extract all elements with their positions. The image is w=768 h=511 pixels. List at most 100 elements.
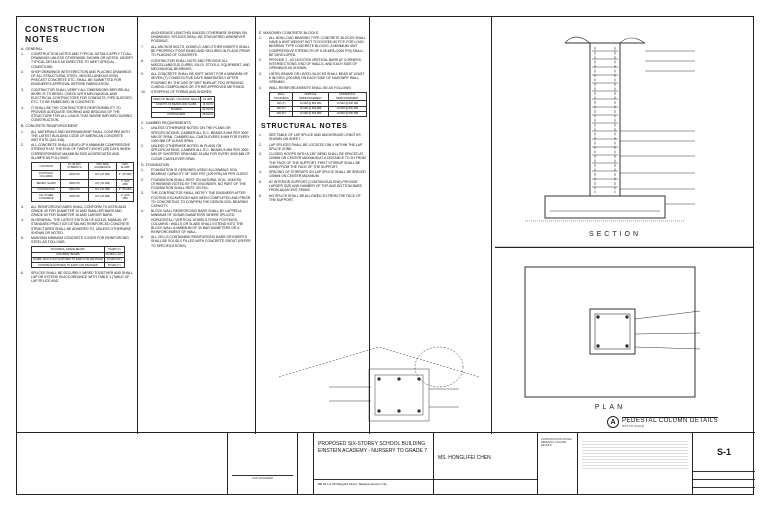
note-number: 2. [259,142,262,147]
owner-cell: MS. HONGLIFEI CHEN [433,433,537,495]
note-text: SHOP DRAWINGS WITH ERECTION AND PLACING … [31,70,132,87]
table-cell: 4000 PSI [60,170,89,180]
note-item: 2. FOUNDATION SHALL REST ON NATURAL SOIL,… [141,178,251,190]
note-number: 2. [141,177,144,182]
note-text: LINTEL BEAMS OR LINTEL BLOCKS SHALL BEAR… [269,72,365,85]
project-address: Blk 03 Lot 08 Mangold Street, Talipapa Q… [318,482,387,486]
structural-notes-title: STRUCTURAL NOTES [261,122,348,130]
owner-name: MS. HONGLIFEI CHEN [438,455,491,461]
note-item: 5.MAINTAIN MINIMUM CONCRETE COVER FOR RE… [21,236,134,244]
note-text: LAP SPLICES SHALL BE LOCATED ONLY WITHIN… [269,142,363,151]
project-cell: PROPOSED SIX-STOREY SCHOOL BUILDING EINS… [313,433,433,495]
note-text: UNLESS OTHERWISE NOTED ON THE PLANS OR S… [151,126,250,143]
note-number: 4. [21,105,24,110]
camber-notes-list: 1. UNLESS OTHERWISE NOTED ON THE PLANS OR… [141,126,251,160]
notes-column-1: CONSTRUCTION NOTES A. GENERAL 1.CONSTRUC… [21,21,134,433]
note-item: 1.FOUNDATION IS DESIGNED USING ALLOWABLE… [141,168,251,176]
note-number: 7. [141,44,144,49]
section-heading-camber: C. CAMBER REQUIREMENTS [141,121,191,126]
note-text: ALL NON-LOAD BEARING TYPE CONCRETE BLOCK… [269,36,366,57]
note-text: UNLESS OTHERWISE NOTED IN PLANS OR SPECI… [151,144,251,161]
concrete-notes-list-2: 3. ALL REINFORCING BARS SHALL CONFORM TO … [21,205,134,245]
anchorage-notes-list: ANCHORAGE LENGTHS) UNLESS OTHERWISE SHOW… [141,31,251,94]
note-number: 5. [259,179,262,184]
note-text: THE CONTRACTOR SHALL NOTIFY THE ENGINEER… [151,191,251,208]
note-item: 4. IT SHALL BE THE CONTRACTOR'S RESPONSIB… [21,106,134,122]
foundation-notes-list: 1.FOUNDATION IS DESIGNED USING ALLOWABLE… [141,168,251,248]
notes-column-2: ANCHORAGE LENGTHS) UNLESS OTHERWISE SHOW… [141,21,251,433]
note-item: 2. LAP SPLICES SHALL BE LOCATED ONLY WITH… [259,143,367,151]
masonry-notes-list: 1.ALL NON-LOAD BEARING TYPE CONCRETE BLO… [259,36,367,90]
note-number: 1. [259,132,262,137]
notes-cell [577,433,692,495]
table-cell: 3/4" (20 MM) [87,170,118,180]
note-item: 1.ALL NON-LOAD BEARING TYPE CONCRETE BLO… [259,36,367,56]
note-text: ALL CONCRETE SHALL DEVELOP A MINIMUM COM… [31,143,131,160]
table-header-cell: FC 28 DAY STRENGTH [60,161,89,172]
note-number: 2. [21,70,24,75]
note-number: 1. [141,126,144,131]
detail-title: PEDESTAL COLUMN DETAILS [622,417,719,424]
column-divider [137,17,138,434]
table-cell: CANTILEVERS [150,111,202,119]
note-number: 1. [141,167,144,172]
note-item: 2.ALL CONCRETE SHALL DEVELOP A MINIMUM C… [21,143,134,159]
note-item: 3. ALL REINFORCING BARS SHALL CONFORM TO … [21,205,134,217]
section-heading-masonry: E. MASONRY CONCRETE BLOCKS [259,31,319,35]
note-text: ALL MATERIALS AND WORKMANSHIP SHALL CONF… [31,129,130,142]
table-cell: 3/4" (20 MM) [87,178,118,188]
note-item: 7.ALL ANCHOR BOLTS, DOWELS, AND OTHER IN… [141,45,251,57]
detail-title-block: A PEDESTAL COLUMN DETAILS NOT TO SCALE [607,416,719,428]
table-header-cell: LOCATION [30,161,62,172]
concrete-notes-list: 1.ALL MATERIALS AND WORKMANSHIP SHALL CO… [21,130,134,160]
note-number: 5. [21,236,24,241]
note-text: WALL REINFORCEMENTS SHALL BE AS FOLLOWS: [269,85,352,90]
note-number: 4. [141,209,144,214]
table-header-cell: WALL THICKNESS [268,91,294,102]
note-text: PROVIDE 1 - #3 16 EXTRA VERTICAL BARS AT… [269,58,362,71]
note-text: ALL REINFORCING BARS SHALL CONFORM TO AS… [31,204,127,217]
table-cell: CONCRETE EXPOSED TO EARTH OR WEATHER [31,262,105,269]
table-cell: 4" (100 MM) [116,192,134,202]
structural-notes-list: 1.SEE TABLE OF LAP SPLICE AND ANCHORAGE … [259,133,367,202]
title-block-blank [17,433,227,495]
note-item: 4.IN GENERAL, THE LATEST EDITION OF ACI3… [21,218,134,234]
note-number: 3. [21,88,24,93]
note-item: 2. SHOP DRAWINGS WITH ERECTION AND PLACIN… [21,70,134,86]
note-item: 4.SPACING OF STIRRUPS ON LAP SPLICE SHAL… [259,170,367,178]
note-text: IN GENERAL, THE LATEST EDITION OF ACI315… [31,218,131,235]
note-item: 5.ALL CELLS CONTAINING REINFORCING BARS … [141,235,251,247]
table-cell: 3" (75 MM) [116,170,134,180]
sheet-number-cell: S-1 [692,433,755,495]
sheet-contents-cell: CONSTRUCTION NOTES, PEDESTAL COLUMN DETA… [537,433,577,495]
note-number: 8. [141,58,144,63]
note-text: FOUNDATION SHALL REST ON NATURAL SOIL, U… [151,177,246,190]
section-view-title: SECTION [589,231,641,238]
note-item: 1. UNLESS OTHERWISE NOTED ON THE PLANS OR… [141,126,251,142]
note-item: 4.BLOCK WALL REINFORCING BARS SHALL BY L… [141,209,251,234]
note-number: 3. [21,204,24,209]
note-item: 3.THE CONTRACTOR SHALL NOTIFY THE ENGINE… [141,191,251,207]
note-item: 3.CONTRACTOR SHALL VERIFY ALL DIMENSIONS… [21,88,134,104]
engineer-label: CIVIL ENGINEER [252,477,273,480]
column-divider [491,17,492,434]
note-number: 9. [141,72,144,77]
sheet-contents: CONSTRUCTION NOTES, PEDESTAL COLUMN DETA… [541,438,573,448]
project-line-2: EINSTEIN ACADEMY - NURSERY TO GRADE 7 [318,448,428,454]
section-heading-concrete: B. CONCRETE REINFORCEMENT [21,124,78,129]
note-text: NO SPLICE SHALL BE ALLOWED 2H FROM THE F… [269,193,361,202]
table-cell: 50 MM (2") [103,262,125,269]
note-text: IT SHALL BE THE CONTRACTOR'S RESPONSIBIL… [31,105,132,123]
plan-view-title: PLAN [595,404,625,411]
table-cell: 28 DAYS [200,111,215,119]
notes-column-3: E. MASONRY CONCRETE BLOCKS 1.ALL NON-LOA… [259,21,367,433]
note-item: 1.CONSTRUCTION NOTES AND TYPICAL DETAILS… [21,52,134,68]
detail-scale: NOT TO SCALE [622,423,644,428]
note-text: AT INTERIOR SUPPORT (CONTINUOUS END) PRO… [269,179,362,193]
note-text: ANCHORAGE LENGTHS) UNLESS OTHERWISE SHOW… [151,31,247,44]
